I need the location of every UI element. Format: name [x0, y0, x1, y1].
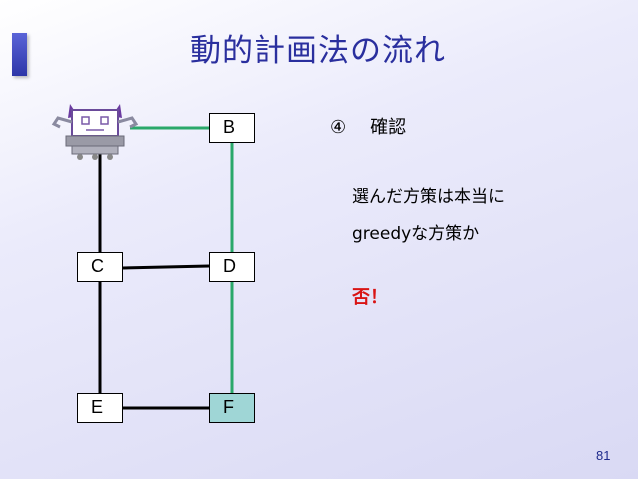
- step-heading: ④ 確認: [330, 113, 406, 139]
- page-title: 動的計画法の流れ: [190, 33, 446, 69]
- edge-c-d: [122, 264, 210, 270]
- step-number: ④: [330, 117, 347, 138]
- page-number: 81: [596, 448, 611, 463]
- step-label: 確認: [370, 117, 407, 138]
- node-b: B: [209, 113, 255, 143]
- node-d: D: [209, 252, 255, 282]
- question-line-1: 選んだ方策は本当に: [352, 187, 505, 207]
- title-accent-bar: [12, 33, 27, 76]
- question-line-2: greedyな方策か: [352, 224, 480, 244]
- node-c: C: [77, 252, 123, 282]
- node-e: E: [77, 393, 123, 423]
- node-f: F: [209, 393, 255, 423]
- answer-text: 否！: [352, 287, 388, 308]
- robot-mascot-icon: [51, 104, 139, 160]
